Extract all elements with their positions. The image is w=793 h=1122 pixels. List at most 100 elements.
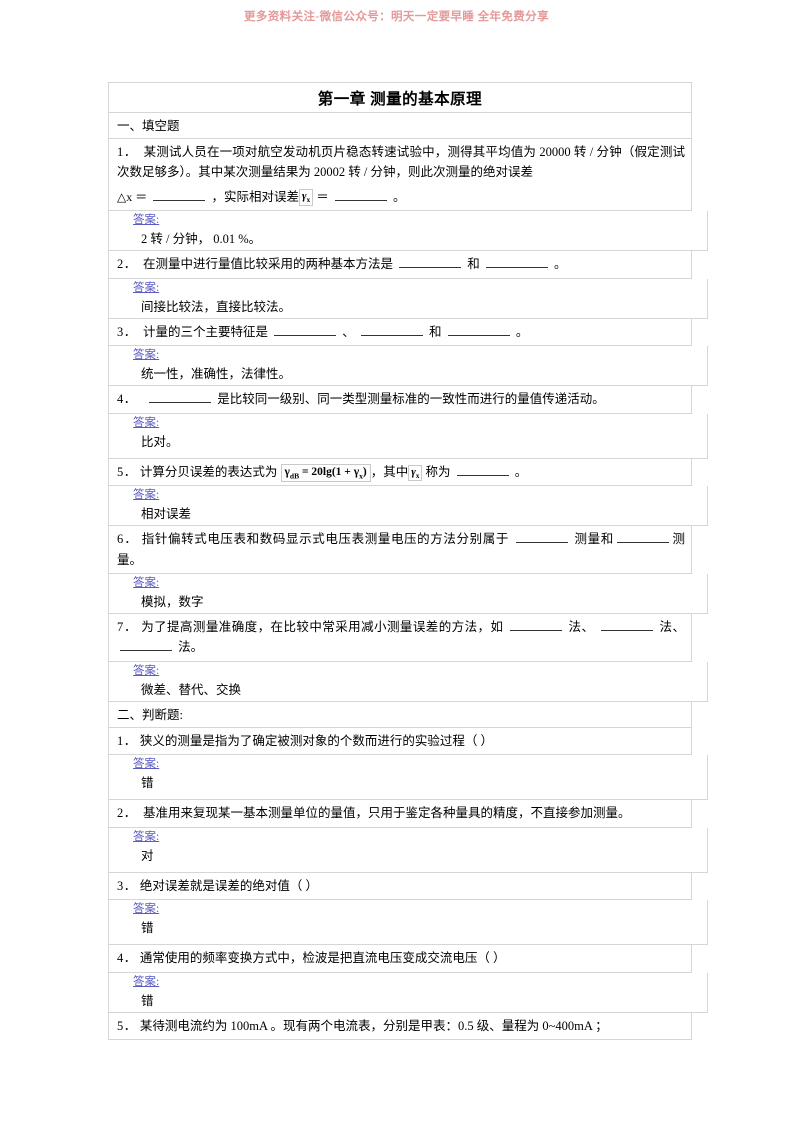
question-connector: ，实际相对误差 [211,189,299,204]
fill-blank[interactable] [485,255,548,269]
section-heading-true-false: 二、判断题: [108,701,692,728]
answer-text: 微差、替代、交换 [141,682,242,697]
question-text: 4． 通常使用的频率变换方式中，检波是把直流电压变成交流电压（ ） [115,946,685,970]
question-block-2-4: 4． 通常使用的频率变换方式中，检波是把直流电压变成交流电压（ ） [108,945,692,973]
fill-blank[interactable] [399,255,462,269]
answer-block-1-1: 答案: 2 转 / 分钟， 0.01 %。 [108,211,708,252]
gamma-x-variable-icon: γx [408,464,423,482]
question-body: 指针偏转式电压表和数码显示式电压表测量电压的方法分别属于 [141,532,509,547]
question-block-2-1: 1． 狭义的测量是指为了确定被测对象的个数而进行的实验过程（ ） [108,727,692,756]
answer-label[interactable]: 答案: [133,416,160,429]
question-text: 3． 绝对误差就是误差的绝对值（ ） [115,874,685,898]
answer-text: 2 转 / 分钟， 0.01 %。 [141,232,262,247]
decibel-error-formula-icon: γdB = 20lg(1 + γx) [280,464,371,482]
answer-label[interactable]: 答案: [133,489,160,502]
fill-blank[interactable] [360,323,423,336]
question-connector: ，其中 [370,464,409,479]
answer-text: 模拟，数字 [141,595,204,610]
question-body: 计算分贝误差的表达式为 [139,464,278,479]
fill-blank[interactable] [334,188,387,201]
question-body: 通常使用的频率变换方式中，检波是把直流电压变成交流电压（ ） [139,951,506,966]
answer-text: 错 [141,993,154,1008]
question-block-1-1: 1． 某测试人员在一项对航空发动机页片稳态转速试验中，测得其平均值为 20000… [108,139,692,212]
question-body: 绝对误差就是误差的绝对值（ ） [139,878,319,893]
question-number: 1． [117,145,138,160]
answer-block-2-2: 答案: 对 [108,827,708,873]
period: 。 [554,257,567,272]
answer-label[interactable]: 答案: [133,576,160,589]
answer-label[interactable]: 答案: [133,758,160,771]
answer-label[interactable]: 答案: [133,281,160,294]
answer-label[interactable]: 答案: [133,214,160,227]
answer-label[interactable]: 答案: [133,903,160,916]
delta-x-label: △x ＝ [117,189,148,204]
question-tail: 法。 [178,640,204,655]
title-row: 第一章 测量的基本原理 [108,82,692,112]
question-tail: 称为 [425,464,451,479]
fill-blank[interactable] [153,188,206,201]
answer-text: 间接比较法，直接比较法。 [141,299,292,314]
fill-blank[interactable] [447,323,510,336]
answer-label[interactable]: 答案: [133,664,160,677]
answer-block-2-1: 答案: 错 [108,755,708,801]
question-block-1-7: 7． 为了提高测量准确度，在比较中常采用减小测量误差的方法，如 法、 法、 法。 [108,614,692,662]
question-text: 2． 基准用来复现某一基本测量单位的量值，只用于鉴定各种量具的精度，不直接参加测… [115,801,685,825]
answer-block-1-3: 答案: 统一性，准确性，法律性。 [108,346,708,387]
section-heading-fill-in: 一、填空题 [108,112,692,140]
question-connector-1: 、 [342,324,355,339]
fill-blank[interactable] [616,530,669,544]
question-body: 某测试人员在一项对航空发动机页片稳态转速试验中，测得其平均值为 20000 转 … [117,145,686,180]
promo-header-text: 更多资料关注-微信公众号：明天一定要早睡 全年免费分享 [243,11,549,23]
answer-block-1-4: 答案: 比对。 [108,413,708,459]
question-text: 6． 指针偏转式电压表和数码显示式电压表测量电压的方法分别属于 测量和测量。 [115,527,685,572]
question-text: 4． 是比较同一级别、同一类型测量标准的一致性而进行的量值传递活动。 [115,387,685,411]
question-number: 5． [117,1018,137,1033]
gamma-x-variable-icon: γx [299,189,314,207]
answer-text: 相对误差 [141,507,192,522]
question-text: 5． 某待测电流约为 100mA 。现有两个电流表，分别是甲表：0.5 级、量程… [115,1014,685,1038]
question-block-2-3: 3． 绝对误差就是误差的绝对值（ ） [108,872,692,901]
question-body: 狭义的测量是指为了确定被测对象的个数而进行的实验过程（ ） [139,733,494,748]
section-heading-label: 一、填空题 [117,119,180,133]
answer-block-2-4: 答案: 错 [108,972,708,1013]
question-body: 是比较同一级别、同一类型测量标准的一致性而进行的量值传递活动。 [217,392,605,407]
question-body: 某待测电流约为 100mA 。现有两个电流表，分别是甲表：0.5 级、量程为 0… [139,1018,608,1033]
answer-block-2-3: 答案: 错 [108,900,708,946]
question-number: 3． [117,878,137,893]
answer-block-1-6: 答案: 模拟，数字 [108,573,708,615]
answer-block-1-7: 答案: 微差、替代、交换 [108,661,708,702]
equals-sign: ＝ [316,189,329,204]
answer-label[interactable]: 答案: [133,830,160,843]
question-block-2-2: 2． 基准用来复现某一基本测量单位的量值，只用于鉴定各种量具的精度，不直接参加测… [108,800,692,828]
document-body: 第一章 测量的基本原理 一、填空题 1． 某测试人员在一项对航空发动机页片稳态转… [108,82,708,1041]
fill-blank[interactable] [600,618,653,632]
question-tail: 测量。 [117,532,685,567]
question-text: 3． 计量的三个主要特征是 、 和 。 [115,320,685,344]
question-block-2-5: 5． 某待测电流约为 100mA 。现有两个电流表，分别是甲表：0.5 级、量程… [108,1012,692,1041]
answer-label[interactable]: 答案: [133,975,160,988]
section-heading-label: 二、判断题: [117,707,183,722]
page-title: 第一章 测量的基本原理 [317,91,483,108]
answer-label[interactable]: 答案: [133,349,160,362]
question-block-1-2: 2． 在测量中进行量值比较采用的两种基本方法是 和 。 [108,251,692,279]
question-block-1-6: 6． 指针偏转式电压表和数码显示式电压表测量电压的方法分别属于 测量和测量。 [108,526,692,574]
question-number: 2． [117,806,137,821]
question-number: 3． [117,324,137,339]
question-connector-2: 法、 [659,620,685,635]
question-connector: 和 [467,257,480,272]
question-number: 4． [117,951,137,966]
fill-blank[interactable] [120,638,172,652]
question-body: 为了提高测量准确度，在比较中常采用减小测量误差的方法，如 [141,620,504,635]
question-connector-1: 法、 [568,620,595,635]
fill-blank[interactable] [149,390,212,404]
answer-text: 错 [141,776,154,791]
period: 。 [514,464,528,479]
fill-blank[interactable] [515,530,568,544]
answer-text: 对 [141,848,154,863]
fill-blank[interactable] [456,463,509,476]
fill-blank[interactable] [274,323,337,336]
question-number: 6． [117,532,138,547]
fill-blank[interactable] [509,618,562,632]
